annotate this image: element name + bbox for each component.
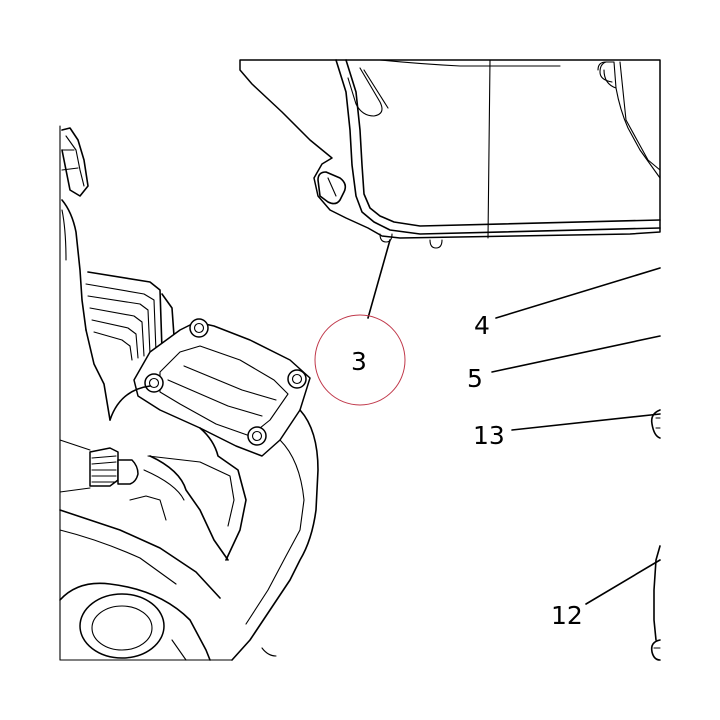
right-edge-parts <box>650 409 661 661</box>
leader-5 <box>491 335 661 373</box>
leader-13 <box>511 413 661 431</box>
callout-12: 12 <box>551 601 583 630</box>
callout-13: 13 <box>473 421 505 450</box>
callout-3-highlight-circle <box>314 314 406 406</box>
leader-4 <box>495 267 661 319</box>
callout-3: 3 <box>351 347 367 376</box>
cover-assembly <box>239 59 661 249</box>
leader-lines <box>367 239 661 605</box>
leader-3 <box>367 239 391 319</box>
callout-4: 4 <box>474 311 490 340</box>
leader-12 <box>585 559 661 605</box>
callout-5: 5 <box>467 364 483 393</box>
engine-block <box>59 125 319 661</box>
callout-labels: 3 4 5 13 12 <box>351 311 583 630</box>
